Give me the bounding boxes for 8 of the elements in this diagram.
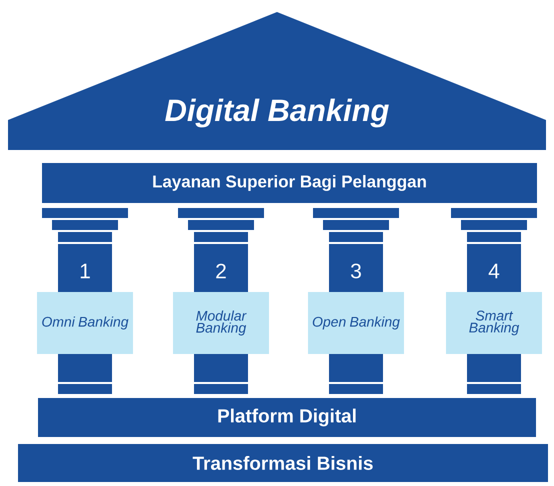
band: Transformasi Bisnis [18,444,548,482]
band: Layanan Superior Bagi Pelanggan [42,163,537,203]
roof: Digital Banking [8,12,546,150]
pillar: 2 Modular Banking [173,208,269,394]
pillar: 4 Smart Banking [446,208,542,394]
pillar: 3 Open Banking [308,208,404,394]
pillar: 1 Omni Banking [37,208,133,394]
band: Platform Digital [38,398,536,437]
